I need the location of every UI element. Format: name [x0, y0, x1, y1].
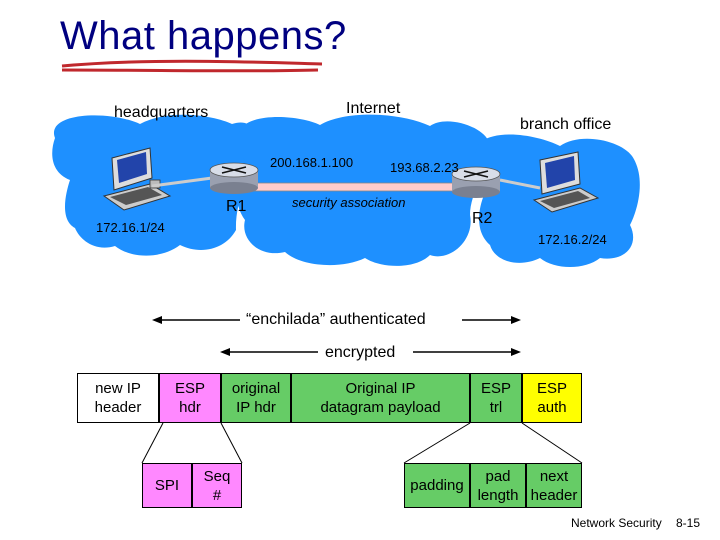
r2-label: R2: [472, 210, 493, 227]
spi-field: SPI: [142, 463, 192, 508]
encrypted-span-arrow: [220, 348, 521, 356]
security-association-tunnel: [253, 182, 465, 192]
router-r2-icon: [451, 166, 501, 198]
branch-office-label: branch office: [520, 116, 612, 133]
footer-page-number: 8-15: [676, 516, 701, 530]
encrypted-label: encrypted: [325, 344, 396, 361]
authenticated-label: “enchilada” authenticated: [246, 311, 426, 328]
authenticated-span-arrow: [152, 316, 521, 324]
sequence-number-field: Seq#: [192, 463, 242, 508]
internet-label: Internet: [346, 100, 401, 117]
hq-link: [151, 176, 213, 188]
r1-ip-label: 200.168.1.100: [270, 155, 354, 170]
r2-ip-label: 193.68.2.23: [390, 160, 459, 175]
slide-title: What happens?: [60, 14, 347, 58]
headquarters-label: headquarters: [114, 104, 209, 121]
security-association-label: security association: [292, 195, 406, 210]
footer-course: Network Security: [571, 516, 662, 530]
subnet-left-label: 172.16.1/24: [96, 220, 165, 235]
subnet-right-label: 172.16.2/24: [538, 232, 607, 247]
r1-label: R1: [226, 198, 247, 215]
detail-connectors: [141, 422, 583, 464]
router-r1-icon: [209, 162, 259, 194]
headquarters-computer-icon: [102, 147, 172, 211]
branch-link: [499, 178, 541, 190]
title-underline: [61, 59, 323, 73]
branch-office-computer-icon: [532, 151, 600, 213]
padding-field: padding: [404, 463, 470, 508]
